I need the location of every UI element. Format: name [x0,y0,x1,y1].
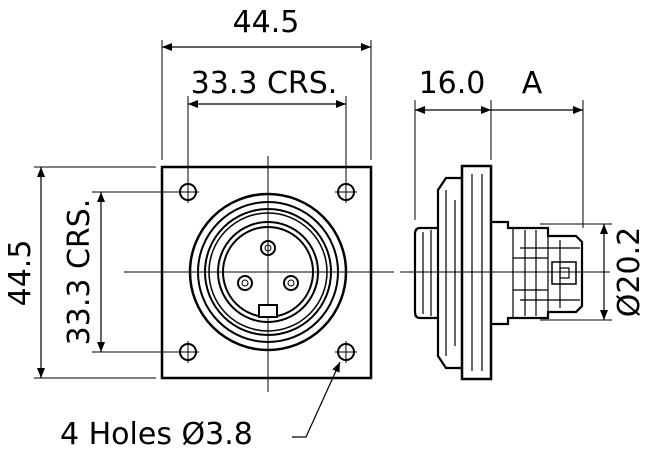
body-diameter-label: Ø20.2 [612,227,647,317]
hole-spacing-width-label: 33.3 CRS. [191,66,338,101]
dimension-body-diameter: Ø20.2 [540,223,647,321]
overall-width-label: 44.5 [233,5,300,40]
contact-pin [283,275,299,291]
dimension-depth: 16.0 [414,66,492,220]
terminal-block [551,261,577,285]
overall-height-label: 44.5 [3,240,38,307]
dimension-a: A [491,66,584,228]
contact-pin [260,240,276,256]
holes-note: 4 Holes Ø3.8 [60,417,253,452]
mounting-hole [177,341,199,363]
contacts [237,240,299,291]
hole-spacing-height-label: 33.3 CRS. [62,199,97,346]
contact-pin [237,275,253,291]
mounting-hole [177,181,199,203]
holes-leader [292,361,341,438]
mounting-hole [335,181,357,203]
front-center-lines [124,156,394,392]
side-nose [413,226,438,320]
mounting-holes [177,181,357,363]
depth-variable-label: A [522,66,543,101]
side-view: 16.0 A Ø20.2 [400,66,647,381]
dimension-hole-spacing-width: 33.3 CRS. [187,66,347,182]
dimension-hole-spacing-height: 33.3 CRS. [62,191,178,353]
mounting-hole [335,341,357,363]
depth-label: 16.0 [419,66,486,101]
side-rear-body [491,220,584,326]
front-view: 44.5 33.3 CRS. 44.5 33.3 CRS. 4 Holes Ø [3,5,394,452]
dimension-overall-height: 44.5 [3,166,156,379]
side-front-body [436,176,462,370]
key-notch [258,304,278,318]
receptacle-body [188,192,348,352]
dimension-overall-width: 44.5 [161,5,372,160]
